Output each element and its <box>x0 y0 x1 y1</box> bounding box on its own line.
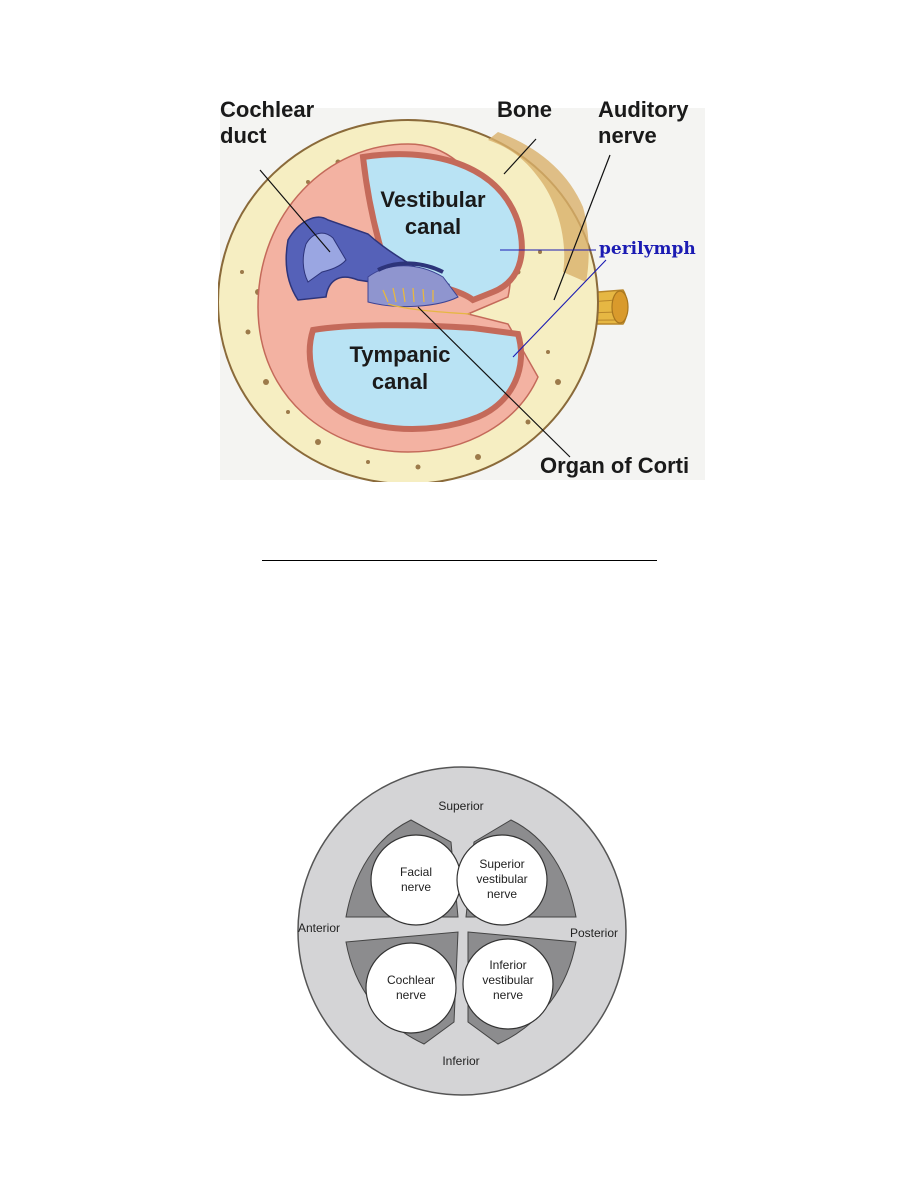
label-superior-vestibular-1: Superior <box>479 857 524 871</box>
label-inferior-vestibular-2: vestibular <box>482 973 533 987</box>
perilymph-pointers <box>500 249 607 358</box>
label-cochlear-duct-2: duct <box>220 123 267 148</box>
organ-of-corti <box>367 261 471 315</box>
label-superior: Superior <box>438 799 483 813</box>
label-cochlear-nerve-1: Cochlear <box>387 973 435 987</box>
label-facial-nerve-1: Facial <box>400 865 432 879</box>
label-cochlear-nerve-2: nerve <box>396 988 426 1002</box>
inferior-vestibular-nerve-circle <box>462 938 554 1030</box>
label-organ-of-corti: Organ of Corti <box>540 453 689 478</box>
label-superior-vestibular-2: vestibular <box>476 872 527 886</box>
label-tympanic-canal-2: canal <box>372 369 428 394</box>
label-bone: Bone <box>497 97 552 122</box>
tympanic-canal <box>306 322 525 432</box>
label-cochlear-duct-1: Cochlear <box>220 97 315 122</box>
superior-vestibular-nerve-circle <box>456 834 548 926</box>
label-auditory-nerve-2: nerve <box>598 123 657 148</box>
label-perilymph: perilymph <box>599 239 696 259</box>
cochlear-duct-inner <box>302 232 347 283</box>
cochlea-cross-section-figure: Cochlear duct Bone Auditory nerve Vestib… <box>218 97 705 482</box>
pointer-lines <box>259 138 611 458</box>
label-inferior-vestibular-3: nerve <box>493 988 523 1002</box>
label-tympanic-canal-1: Tympanic <box>349 342 450 367</box>
label-inferior: Inferior <box>442 1054 479 1068</box>
label-vestibular-canal-2: canal <box>405 214 461 239</box>
section-divider <box>262 560 657 561</box>
label-anterior: Anterior <box>298 921 340 935</box>
label-inferior-vestibular-1: Inferior <box>489 958 526 972</box>
label-facial-nerve-2: nerve <box>401 880 431 894</box>
cochlear-nerve-circle <box>365 942 457 1034</box>
label-posterior: Posterior <box>570 926 618 940</box>
label-vestibular-canal-1: Vestibular <box>380 187 486 212</box>
label-superior-vestibular-3: nerve <box>487 887 517 901</box>
internal-auditory-canal-figure: Superior Inferior Anterior Posterior Fac… <box>297 766 627 1096</box>
label-auditory-nerve-1: Auditory <box>598 97 689 122</box>
